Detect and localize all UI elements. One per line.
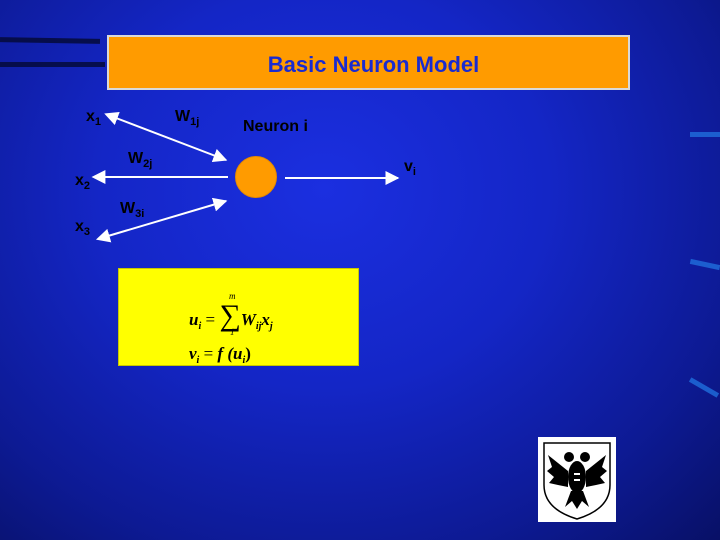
input-arrow-1 bbox=[104, 111, 228, 163]
input-arrow-3 bbox=[95, 197, 228, 243]
formula-v: vi = f (ui) bbox=[189, 344, 251, 366]
neuron-label: Neuron i bbox=[243, 118, 308, 135]
sum-lower-limit: 1 bbox=[230, 327, 235, 337]
input-label-x2: x2 bbox=[75, 172, 91, 192]
formula-box: m ui = ∑Wijxj 1 vi = f (ui) bbox=[118, 268, 359, 366]
weight-label-w1j: W1j bbox=[175, 108, 200, 128]
decorative-line bbox=[0, 62, 105, 67]
formula-u: ui = ∑Wijxj bbox=[189, 299, 273, 332]
input-label-x1: x1 bbox=[86, 108, 102, 128]
title-banner: Basic Neuron Model bbox=[107, 35, 630, 90]
sum-upper-limit: m bbox=[229, 291, 236, 301]
neuron-node bbox=[235, 156, 277, 198]
input-label-x3: x3 bbox=[75, 218, 91, 238]
decorative-line bbox=[690, 132, 720, 137]
weight-label-w3i: W3i bbox=[120, 200, 145, 220]
weight-label-w2j: W2j bbox=[128, 150, 153, 170]
crest-logo bbox=[538, 437, 616, 522]
page-title: Basic Neuron Model bbox=[267, 51, 480, 77]
output-label: vi bbox=[404, 158, 416, 178]
